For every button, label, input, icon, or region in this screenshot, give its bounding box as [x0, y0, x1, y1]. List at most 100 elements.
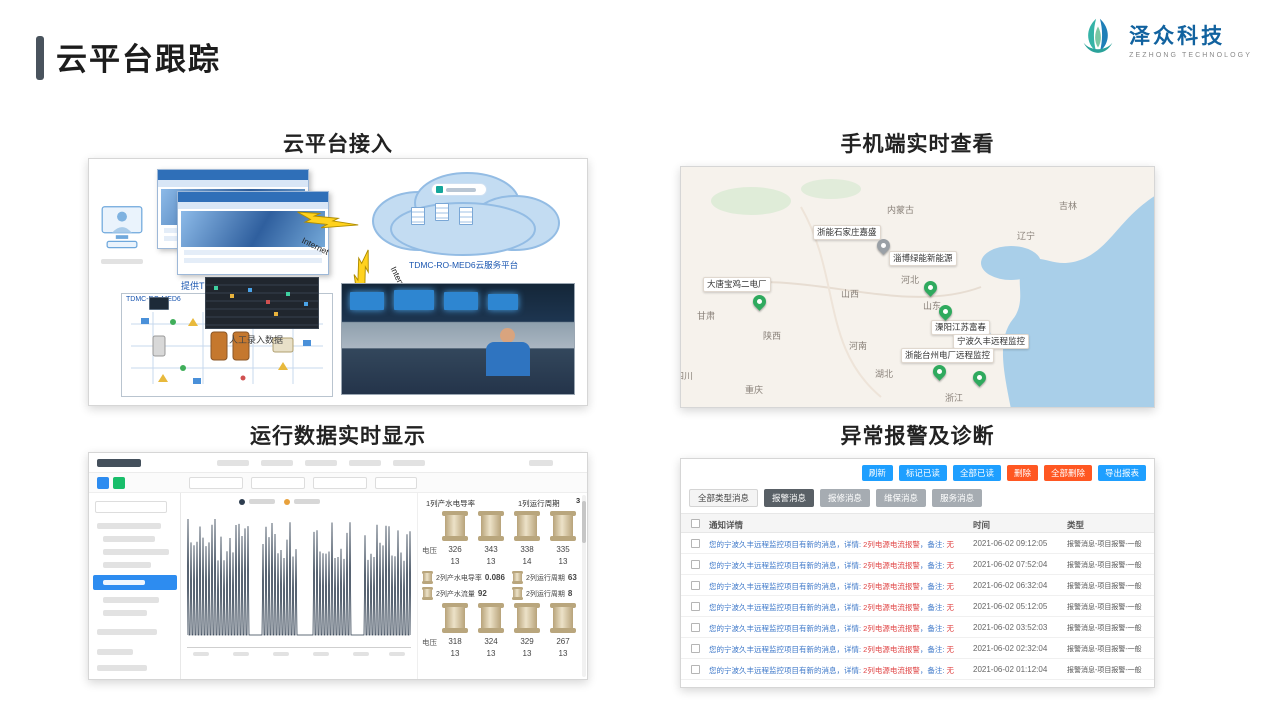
tab-maintenance-messages[interactable]: 维保消息 — [876, 489, 927, 507]
nav-tab-placeholder[interactable] — [393, 460, 425, 466]
nav-tab-placeholder[interactable] — [305, 460, 337, 466]
membrane-spool-row — [442, 603, 576, 633]
section-title-realtime-data: 运行数据实时显示 — [250, 425, 426, 448]
all-read-button[interactable]: 全部已读 — [952, 465, 1001, 481]
alarm-type: 报警消息-项目报警-一般 — [1067, 625, 1142, 632]
date-filter-placeholder[interactable] — [189, 477, 243, 489]
alarm-table-row[interactable]: 您的宁波久丰远程监控项目有新的消息，详情: 2列电源电流报警，备注: 无 202… — [681, 554, 1154, 575]
column-header-type: 类型 — [1067, 520, 1085, 530]
tree-item-placeholder[interactable] — [103, 536, 155, 542]
mark-read-button[interactable]: 标记已读 — [898, 465, 947, 481]
delete-button[interactable]: 删除 — [1006, 465, 1038, 481]
alarm-table-row[interactable]: 您的宁波久丰远程监控项目有新的消息，详情: 2列电源电流报警，备注: 无 202… — [681, 596, 1154, 617]
alarm-table-row[interactable]: 您的宁波久丰远程监控项目有新的消息，详情: 2列电源电流报警，备注: 无 202… — [681, 575, 1154, 596]
legend-dot-series2 — [283, 498, 290, 505]
province-label: 湖北 — [875, 369, 894, 379]
value-cell: 338 — [520, 545, 534, 554]
badge-logo-icon — [436, 186, 443, 193]
membrane-spool-icon — [550, 603, 576, 633]
column-header-right: 1列运行周期 — [518, 499, 560, 508]
alarm-type-tabs: 全部类型消息 报警消息 报修消息 维保消息 服务消息 — [689, 489, 983, 507]
membrane-spool-icon — [422, 571, 433, 584]
alarm-table-row[interactable]: 您的宁波久丰远程监控项目有新的消息，详情: 2列电源电流报警，备注: 无 202… — [681, 617, 1154, 638]
trend-chart — [187, 518, 411, 636]
alarm-time: 2021-06-02 06:32:04 — [973, 581, 1048, 590]
date-filter-placeholder[interactable] — [251, 477, 305, 489]
alarm-table-row[interactable]: 您的宁波久丰远程监控项目有新的消息，详情: 2列电源电流报警，备注: 无 202… — [681, 638, 1154, 659]
nav-tab-placeholder[interactable] — [217, 460, 249, 466]
filter-button-green[interactable] — [113, 477, 125, 489]
province-label: 甘肃 — [697, 311, 716, 321]
tab-all-messages[interactable]: 全部类型消息 — [689, 489, 759, 507]
date-filter-placeholder[interactable] — [313, 477, 367, 489]
tab-service-messages[interactable]: 服务消息 — [932, 489, 983, 507]
tree-item-placeholder[interactable] — [97, 523, 161, 529]
plant-label: 淄博绿能新能源 — [889, 251, 957, 266]
row-checkbox[interactable] — [691, 581, 700, 590]
tree-item-placeholder[interactable] — [103, 597, 159, 603]
tree-item-placeholder[interactable] — [97, 665, 147, 671]
user-menu-placeholder[interactable] — [529, 460, 553, 466]
tree-item-placeholder[interactable] — [103, 562, 151, 568]
export-report-button[interactable]: 导出报表 — [1097, 465, 1146, 481]
row-checkbox[interactable] — [691, 623, 700, 632]
tree-item-placeholder[interactable] — [97, 649, 133, 655]
membrane-spool-icon — [478, 511, 504, 541]
tab-repair-messages[interactable]: 报修消息 — [820, 489, 871, 507]
server-icon — [435, 203, 449, 221]
lightning-icon — [292, 196, 365, 253]
sidebar-selected-item[interactable] — [93, 575, 177, 590]
portal-banner — [181, 211, 325, 247]
row-checkbox[interactable] — [691, 602, 700, 611]
province-label: 重庆 — [745, 385, 764, 395]
nav-tab-placeholder[interactable] — [261, 460, 293, 466]
row-checkbox[interactable] — [691, 644, 700, 653]
province-label: 辽宁 — [1017, 231, 1036, 241]
legend-dot-series1 — [239, 498, 245, 505]
value-cell: 343 — [484, 545, 498, 554]
page-title: 云平台跟踪 — [56, 42, 221, 77]
delete-all-button[interactable]: 全部删除 — [1043, 465, 1092, 481]
alarm-type: 报警消息-项目报警-一般 — [1067, 583, 1142, 590]
map-sea-shape — [681, 167, 1154, 407]
row-checkbox[interactable] — [691, 560, 700, 569]
value-cell: 13 — [558, 649, 568, 658]
alarm-message: 您的宁波久丰远程监控项目有新的消息，详情: 2列电源电流报警，备注: 无 — [709, 582, 955, 591]
dashboard-sidebar — [89, 493, 181, 679]
filter-select-placeholder[interactable] — [375, 477, 417, 489]
portal-nav-bar — [158, 180, 308, 187]
x-tick-placeholder — [273, 652, 289, 656]
value-cell: 318 — [448, 637, 462, 646]
value-cell: 13 — [450, 649, 460, 658]
legend-label-placeholder — [249, 499, 275, 505]
tree-item-placeholder[interactable] — [103, 610, 147, 616]
select-all-checkbox[interactable] — [691, 519, 700, 528]
row-checkbox[interactable] — [691, 539, 700, 548]
province-label: 四川 — [681, 371, 694, 381]
membrane-spool-icon — [442, 603, 468, 633]
alarm-table-row[interactable]: 您的宁波久丰远程监控项目有新的消息，详情: 2列电源电流报警，备注: 无 202… — [681, 533, 1154, 554]
nav-tab-placeholder[interactable] — [349, 460, 381, 466]
tree-item-placeholder[interactable] — [97, 629, 157, 635]
alarm-time: 2021-06-02 01:12:04 — [973, 665, 1048, 674]
scrollbar[interactable] — [582, 495, 586, 677]
value-cell: 13 — [450, 557, 460, 566]
refresh-button[interactable]: 刷新 — [861, 465, 893, 481]
filter-button-blue[interactable] — [97, 477, 109, 489]
tree-item-placeholder[interactable] — [103, 549, 169, 555]
portal-header-bar — [178, 192, 328, 202]
row-checkbox[interactable] — [691, 665, 700, 674]
monitor-screen — [488, 294, 518, 310]
portal-screenshot-front — [177, 191, 329, 275]
sidebar-search-input[interactable] — [95, 501, 167, 513]
tab-alarm-messages[interactable]: 报警消息 — [764, 489, 815, 507]
x-tick-placeholder — [313, 652, 329, 656]
membrane-spool-icon — [550, 511, 576, 541]
alarm-message: 您的宁波久丰远程监控项目有新的消息，详情: 2列电源电流报警，备注: 无 — [709, 666, 955, 675]
alarm-time: 2021-06-02 05:12:05 — [973, 602, 1048, 611]
province-label: 陕西 — [763, 331, 782, 341]
alarm-time: 2021-06-02 02:32:04 — [973, 644, 1048, 653]
alarm-table-row[interactable]: 您的宁波久丰远程监控项目有新的消息，详情: 2列电源电流报警，备注: 无 202… — [681, 659, 1154, 680]
